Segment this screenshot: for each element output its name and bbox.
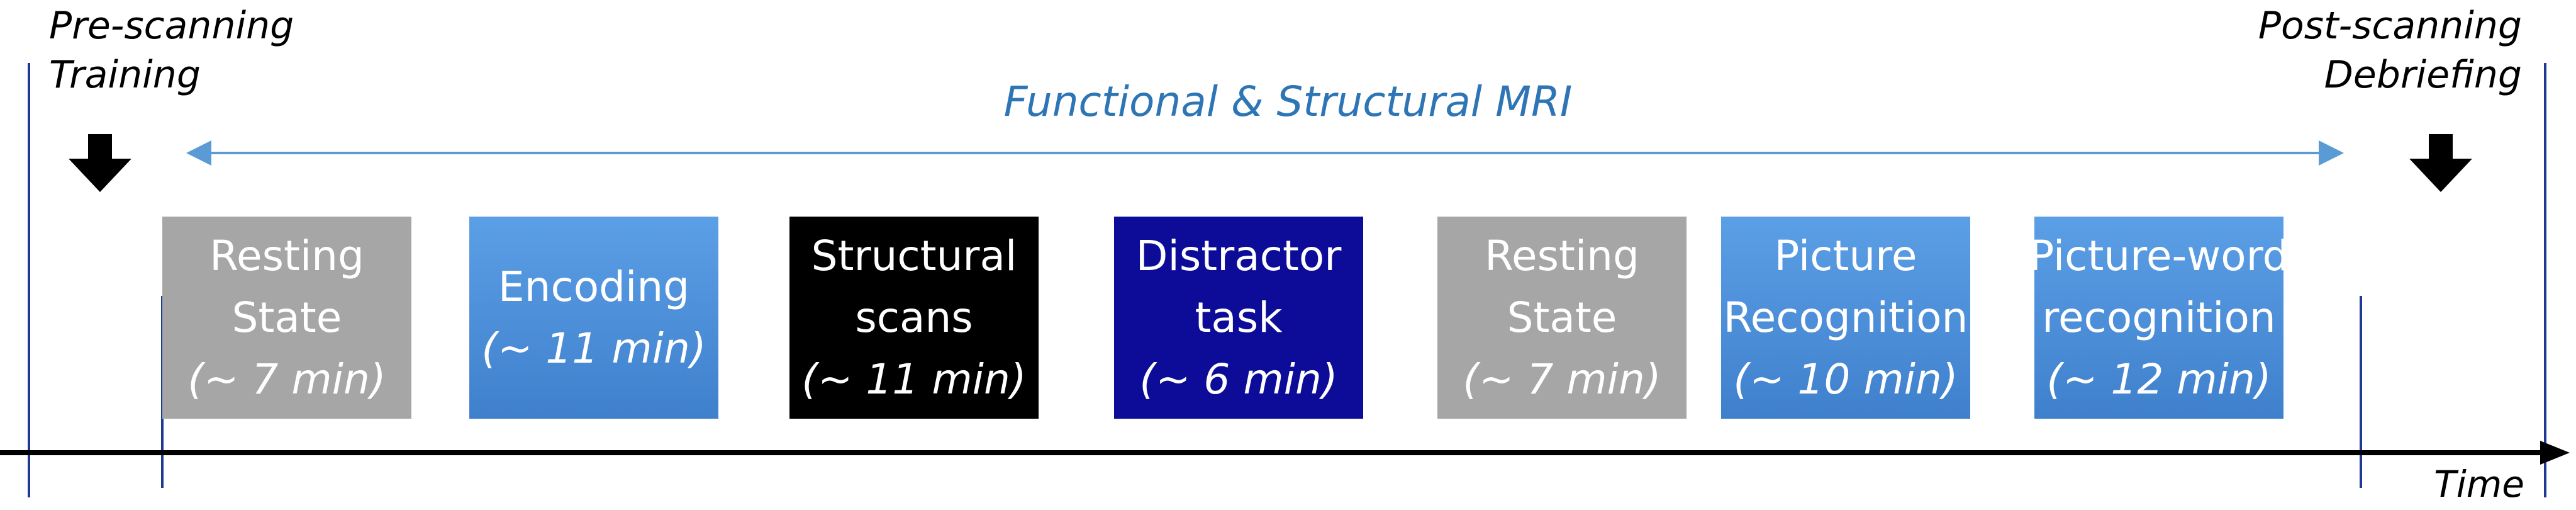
block-title-line1: Picture (1774, 231, 1917, 280)
block-duration: (~ 10 min) (1733, 354, 1958, 404)
block-duration: (~ 7 min) (1463, 354, 1661, 404)
block-title-line1: Resting (209, 231, 364, 280)
block-title-line2: State (231, 293, 342, 342)
block-duration: (~ 7 min) (187, 354, 386, 404)
block-duration: (~ 11 min) (801, 354, 1027, 404)
block-title-line1: Distractor (1135, 231, 1342, 280)
post-label-line2: Debriefing (2324, 53, 2522, 97)
session-block: Encoding (~ 11 min) (469, 217, 718, 419)
session-block: Structural scans (~ 11 min) (789, 217, 1039, 419)
session-block: Distractor task (~ 6 min) (1114, 217, 1363, 419)
block-title-line2: State (1507, 293, 1617, 342)
block-duration: (~ 6 min) (1139, 354, 1338, 404)
block-duration: (~ 11 min) (481, 324, 706, 373)
block-duration: (~ 12 min) (2046, 354, 2272, 404)
block-title-line1: Resting (1485, 231, 1639, 280)
post-down-arrow-icon (2409, 134, 2472, 192)
block-title-line1: Encoding (498, 262, 690, 311)
block-title-line2: scans (855, 293, 973, 342)
block-title-line2: Recognition (1723, 293, 1968, 342)
pre-scanning-training-label: Pre-scanning Training (49, 1, 294, 99)
time-axis-label: Time (2434, 463, 2524, 506)
pre-down-arrow-icon (69, 134, 131, 192)
block-title-line1: Structural (811, 231, 1017, 280)
post-label-line1: Post-scanning (2258, 4, 2522, 48)
post-scanning-debriefing-label: Post-scanning Debriefing (2258, 1, 2522, 99)
block-title-line1: Picture-word (2029, 231, 2289, 280)
block-title-line2: recognition (2042, 293, 2276, 342)
mri-span-label: Functional & Structural MRI (1003, 77, 1573, 126)
pre-label-line2: Training (49, 53, 201, 97)
block-title-line2: task (1195, 293, 1283, 342)
pre-label-line1: Pre-scanning (49, 4, 294, 48)
session-block: Picture-word recognition (~ 12 min) (2029, 217, 2289, 419)
time-axis-arrowhead-icon (2540, 441, 2570, 465)
